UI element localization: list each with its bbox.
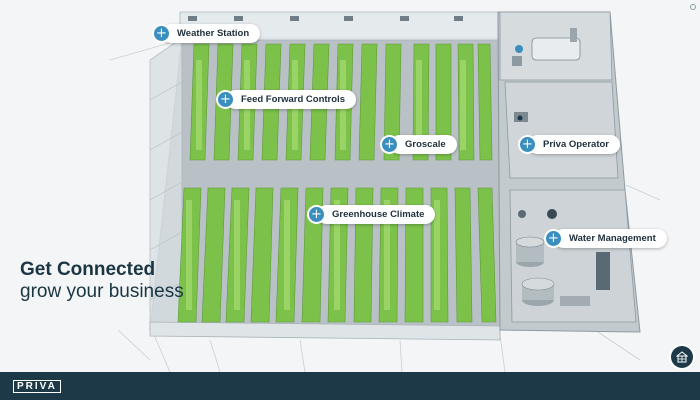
- left-wall-grid: [149, 81, 183, 301]
- headline-title: Get Connected: [20, 259, 156, 280]
- greenhouse-front-wall: [149, 321, 501, 341]
- hotspot-greenhouse-climate[interactable]: + Greenhouse Climate: [309, 205, 436, 224]
- hotspot-feed-forward-controls[interactable]: + Feed Forward Controls: [218, 90, 356, 109]
- circle-icon: [690, 4, 696, 10]
- plus-icon: +: [382, 137, 397, 152]
- hotspot-label: Greenhouse Climate: [332, 209, 425, 220]
- hotspot-label: Water Management: [569, 233, 656, 244]
- headline-subtitle: grow your business: [20, 281, 184, 302]
- plus-icon: +: [154, 26, 169, 41]
- wall-windows: [188, 16, 463, 21]
- hotspot-groscale[interactable]: + Groscale: [382, 135, 457, 154]
- priva-logo[interactable]: PRIVA: [13, 380, 61, 393]
- plus-icon: +: [218, 92, 233, 107]
- hotspot-label: Feed Forward Controls: [241, 94, 345, 105]
- hotspot-weather-station[interactable]: + Weather Station: [154, 24, 261, 43]
- boiler-equipment: [512, 28, 581, 66]
- hotspot-water-management[interactable]: + Water Management: [546, 229, 667, 248]
- building-icon: [676, 351, 688, 363]
- water-tanks: [515, 209, 610, 306]
- building-view-button[interactable]: [671, 346, 693, 368]
- logo-text: PRIVA: [17, 381, 57, 392]
- hotspot-priva-operator[interactable]: + Priva Operator: [520, 135, 620, 154]
- headline: Get Connected grow your business: [20, 259, 184, 303]
- operator-desk: [514, 112, 528, 122]
- hotspot-label: Weather Station: [177, 28, 250, 39]
- hotspot-label: Priva Operator: [543, 139, 609, 150]
- footer-bar: [0, 372, 700, 400]
- plus-icon: +: [309, 207, 324, 222]
- plus-icon: +: [520, 137, 535, 152]
- greenhouse-3d-scene: [109, 11, 661, 372]
- hotspot-label: Groscale: [405, 139, 446, 150]
- plus-icon: +: [546, 231, 561, 246]
- operator-room: [504, 81, 619, 179]
